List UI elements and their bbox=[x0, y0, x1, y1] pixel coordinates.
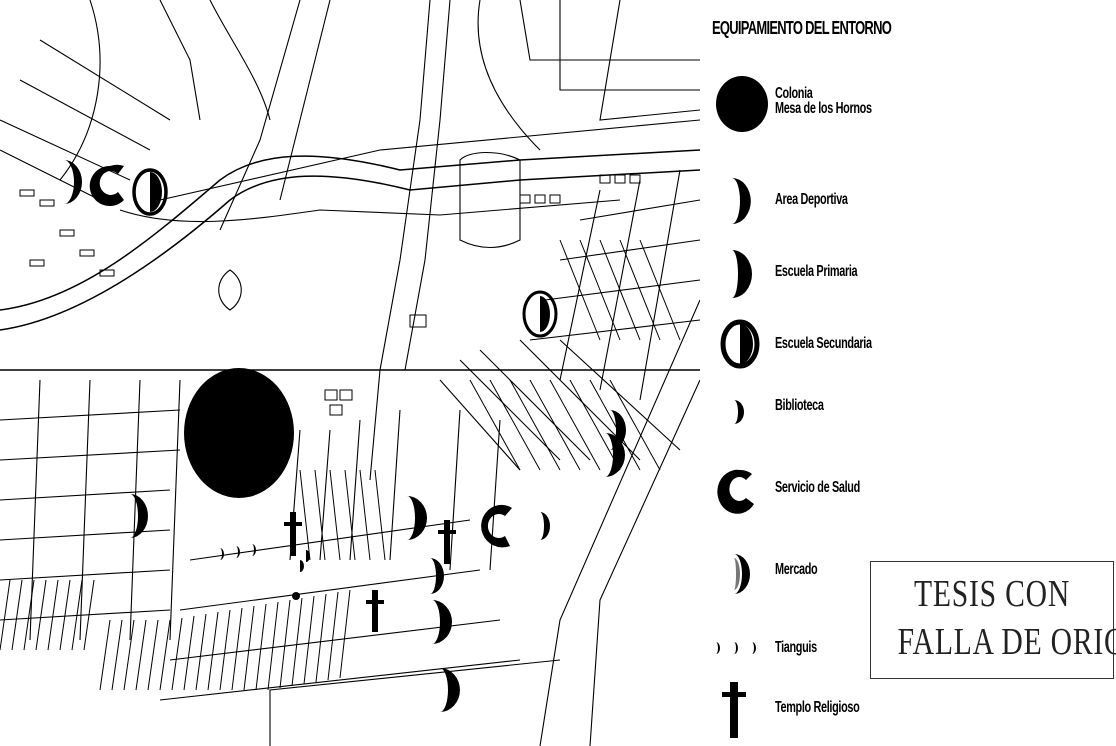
stamp-line1: TESIS CON bbox=[913, 573, 1071, 615]
street-map bbox=[0, 0, 700, 746]
legend-label-area-deportiva: Area Deportiva bbox=[775, 191, 848, 208]
triple-half-moon-icon bbox=[716, 642, 756, 654]
templo-marker-2 bbox=[438, 520, 456, 564]
secundaria-marker bbox=[132, 168, 168, 216]
street-lines bbox=[0, 0, 700, 746]
legend-label-tianguis: Tianguis bbox=[775, 639, 817, 656]
legend-label-escuela-primaria: Escuela Primaria bbox=[775, 263, 858, 280]
ring-half-icon bbox=[720, 319, 760, 369]
secundaria-marker-2 bbox=[522, 290, 558, 338]
legend: Colonia Mesa de los Hornos Area Deportiv… bbox=[700, 0, 1116, 746]
tesis-stamp: TESIS CON FALLA DE ORIGEN bbox=[870, 561, 1116, 679]
block-hatching bbox=[0, 239, 681, 691]
legend-label-escuela-secundaria: Escuela Secundaria bbox=[775, 335, 872, 352]
legend-label-colonia-line1: Colonia bbox=[775, 85, 813, 102]
shaded-half-icon bbox=[734, 554, 750, 594]
templo-marker bbox=[284, 512, 302, 556]
legend-title: EQUIPAMIENTO DEL ENTORNO bbox=[712, 18, 892, 38]
legend-label-mercado: Mercado bbox=[775, 561, 818, 578]
half-moon-icon bbox=[732, 178, 751, 224]
cross-figure-icon bbox=[722, 682, 746, 738]
area-deportiva-marker bbox=[64, 160, 82, 204]
stamp-line2: FALLA DE ORIGEN bbox=[897, 621, 1116, 663]
legend-label-templo-religioso: Templo Religioso bbox=[775, 699, 860, 716]
building-footprints bbox=[19, 174, 641, 416]
full-circle-icon bbox=[716, 76, 768, 132]
templo-marker-3 bbox=[366, 590, 384, 632]
half-moon-icon bbox=[732, 250, 752, 298]
legend-label-servicio-salud: Servicio de Salud bbox=[775, 479, 860, 496]
legend-label-colonia-line2: Mesa de los Hornos bbox=[775, 100, 872, 117]
crescent-c-icon bbox=[717, 469, 754, 514]
legend-label-colonia: Colonia Mesa de los Hornos bbox=[775, 85, 872, 117]
salud-marker bbox=[89, 164, 124, 206]
colonia-marker bbox=[184, 368, 294, 498]
legend-label-biblioteca: Biblioteca bbox=[775, 397, 824, 414]
small-half-moon-icon bbox=[734, 400, 744, 424]
map-markers bbox=[64, 160, 626, 712]
